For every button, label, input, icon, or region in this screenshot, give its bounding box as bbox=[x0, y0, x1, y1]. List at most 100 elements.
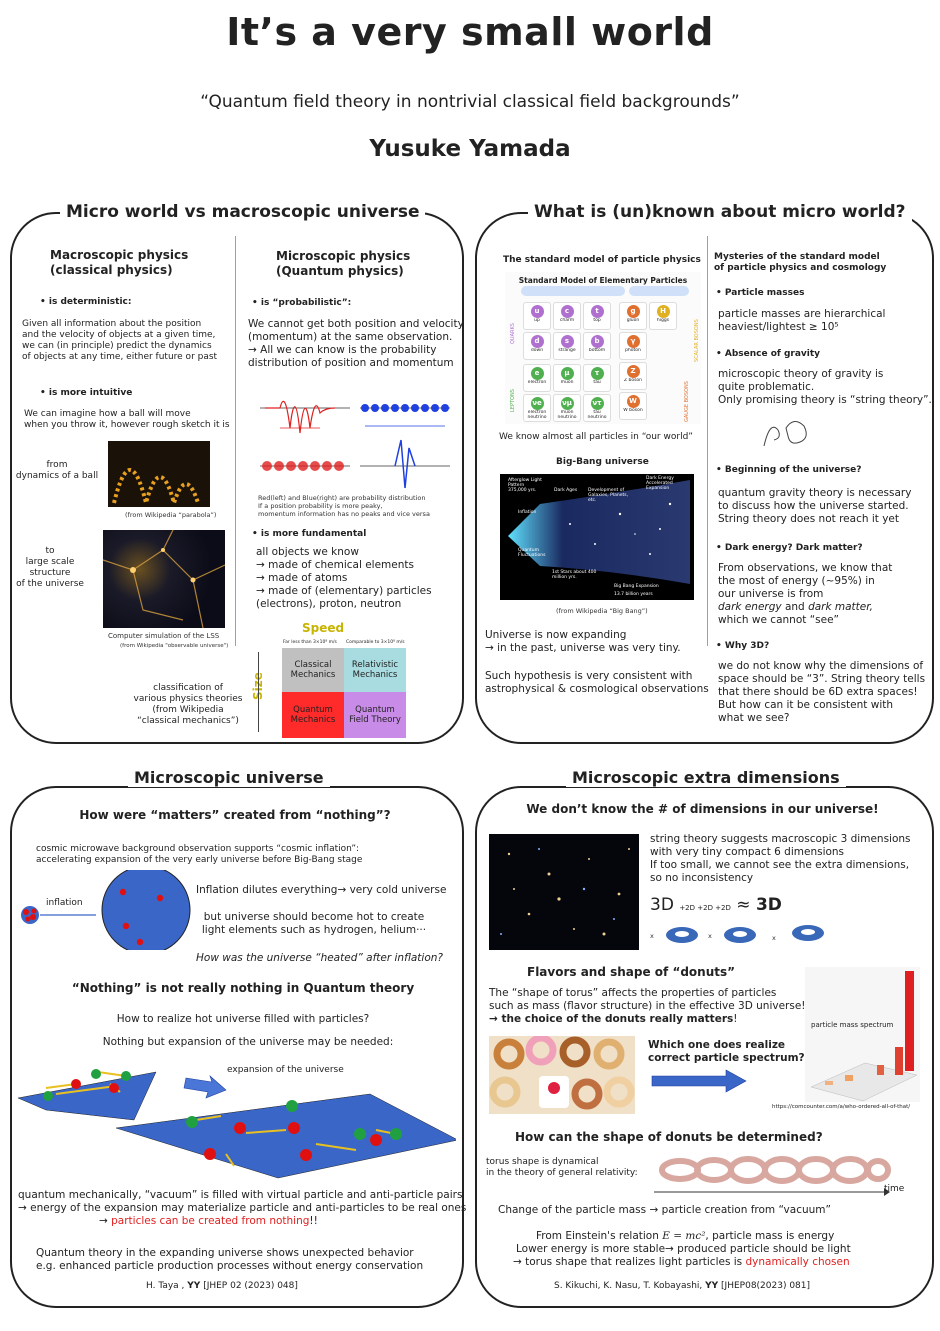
text-line: We cannot get both position and velocity bbox=[248, 318, 464, 330]
bb-label: Dark Ages bbox=[554, 488, 578, 493]
generations-bar bbox=[521, 286, 625, 296]
text-line: the most of energy (~95%) in bbox=[718, 575, 875, 587]
deep-field-stars bbox=[500, 848, 630, 936]
big-bang-heading: Big-Bang universe bbox=[556, 457, 649, 467]
text-line: → the choice of the donuts really matter… bbox=[489, 1013, 806, 1026]
lss-caption-1: Computer simulation of the LSS bbox=[108, 632, 220, 640]
text-line: various physics theories bbox=[133, 694, 243, 704]
bullet-particle-masses: Particle masses bbox=[716, 288, 805, 299]
beginning-text: quantum gravity theory is necessary to d… bbox=[718, 487, 911, 526]
text-span: YY bbox=[705, 1281, 719, 1291]
question-matter-from-nothing: How were “matters” created from “nothing… bbox=[79, 808, 391, 822]
text-line: But how can it be consistent with bbox=[718, 699, 894, 711]
particle-symbol: d bbox=[530, 335, 544, 348]
wavepacket-diagram bbox=[255, 378, 455, 490]
parabola-caption: (from Wikipedia “parabola”) bbox=[125, 511, 217, 519]
text-line: we can (in principle) predict the dynami… bbox=[22, 341, 212, 351]
text-span: [JHEP08(2023) 081] bbox=[718, 1281, 811, 1291]
text-line: of particle physics and cosmology bbox=[714, 263, 887, 273]
panel-title: Microscopic universe bbox=[128, 768, 330, 787]
reference-taya: H. Taya , YY [JHEP 02 (2023) 048] bbox=[146, 1281, 298, 1292]
text-span: ≈ bbox=[736, 895, 751, 915]
text-line: particle masses are hierarchical bbox=[718, 308, 886, 320]
text-line: that there should be 6D extra spaces! bbox=[718, 686, 918, 698]
particle-name: muon neutrino bbox=[557, 410, 577, 420]
particle-name: down bbox=[530, 348, 544, 353]
probabilistic-text: We cannot get both position and velocity… bbox=[248, 318, 464, 370]
text-line: string theory suggests macroscopic 3 dim… bbox=[650, 833, 911, 845]
inflation-diagram bbox=[21, 870, 191, 950]
mass-spectrum-bars bbox=[810, 971, 918, 1102]
text-span: From Einstein's relation bbox=[536, 1230, 663, 1242]
particle-name: electron bbox=[527, 380, 547, 385]
macro-heading-line: Macroscopic physics bbox=[50, 248, 189, 262]
particle-symbol: Z bbox=[626, 365, 640, 378]
text-line: structure bbox=[29, 568, 71, 578]
needed-text: Nothing but expansion of the universe ma… bbox=[102, 1036, 394, 1048]
expanding-text: Universe is now expanding → in the past,… bbox=[485, 629, 681, 655]
question-nothing: “Nothing” is not really nothing in Quant… bbox=[71, 981, 415, 995]
times-symbol: x bbox=[772, 934, 776, 942]
vacuum-text-2: → energy of the expansion may materializ… bbox=[18, 1202, 467, 1214]
cell-label: Mechanics bbox=[352, 670, 398, 680]
column-divider bbox=[235, 236, 236, 646]
text-line: what we see? bbox=[718, 712, 790, 724]
text-line: correct particle spectrum? bbox=[648, 1052, 805, 1064]
text-span: → bbox=[99, 1215, 112, 1227]
text-line: torus shape is dynamical bbox=[486, 1157, 599, 1167]
reference-kikuchi: S. Kikuchi, K. Nasu, T. Kobayashi, YY [J… bbox=[554, 1281, 810, 1292]
heated-question: How was the universe “heated” after infl… bbox=[196, 952, 443, 964]
text-span: !! bbox=[309, 1215, 318, 1227]
mysteries-heading: Mysteries of the standard model of parti… bbox=[714, 252, 886, 274]
times-symbol: x bbox=[708, 932, 712, 940]
text-line: (from Wikipedia bbox=[152, 705, 224, 715]
text-line: with very tiny compact 6 dimensions bbox=[650, 846, 845, 858]
cmb-text: cosmic microwave background observation … bbox=[36, 844, 362, 866]
text-line: If a position probability is more peaky, bbox=[258, 502, 383, 510]
text-line: large scale bbox=[25, 557, 75, 567]
particle-name: tau neutrino bbox=[587, 410, 607, 420]
donuts-photo bbox=[489, 1036, 635, 1114]
mass-spectrum-label: particle mass spectrum bbox=[811, 1021, 894, 1029]
text-line: → All we can know is the probability bbox=[248, 344, 437, 356]
vacuum-expansion-diagram bbox=[17, 1069, 456, 1179]
text-line: such as mass (flavor structure) in the e… bbox=[489, 1000, 806, 1012]
particle-symbol: b bbox=[590, 335, 604, 348]
text-line: Given all information about the position bbox=[22, 319, 202, 329]
text-line: → made of (elementary) particles bbox=[256, 585, 432, 597]
bb-label: Inflation bbox=[518, 510, 537, 515]
particle-symbol: νe bbox=[530, 397, 544, 410]
dynamical-text: torus shape is dynamical in the theory o… bbox=[486, 1157, 638, 1179]
poster-title: It’s a very small world bbox=[226, 10, 714, 54]
bouncing-ball-photo bbox=[108, 441, 210, 507]
vacuum-text-1: quantum mechanically, “vacuum” is filled… bbox=[18, 1189, 463, 1201]
text-span: and bbox=[784, 601, 805, 613]
column-divider bbox=[707, 236, 708, 646]
text-line: Only promising theory is “string theory”… bbox=[718, 394, 932, 406]
text-line: “classical mechanics”) bbox=[137, 716, 239, 726]
text-line: of objects at any time, either future or… bbox=[22, 352, 218, 362]
masses-text: particle masses are hierarchical heavies… bbox=[718, 308, 885, 334]
donuts-graphic bbox=[489, 1036, 635, 1110]
realize-text: How to realize hot universe filled with … bbox=[116, 1013, 370, 1025]
size-axis bbox=[258, 652, 259, 732]
speed-high-label: Comparable to 3×10⁸ m/s bbox=[346, 640, 405, 645]
micro-heading-line: Microscopic physics bbox=[276, 249, 411, 263]
lower-energy-text: Lower energy is more stable→ produced pa… bbox=[516, 1243, 851, 1255]
bb-label: Dark Energy Accelerated Expansion bbox=[646, 476, 674, 491]
torus-text: The “shape of torus” affects the propert… bbox=[489, 987, 806, 1026]
text-line: to bbox=[45, 546, 55, 556]
why-3d-text: we do not know why the dimensions of spa… bbox=[718, 660, 925, 725]
torus-icons bbox=[666, 925, 824, 943]
text-line: e.g. enhanced particle production proces… bbox=[36, 1260, 424, 1272]
equation: E = mc² bbox=[662, 1230, 706, 1242]
fundamental-text: all objects we know → made of chemical e… bbox=[256, 546, 432, 611]
text-span: [JHEP 02 (2023) 048] bbox=[200, 1281, 298, 1291]
